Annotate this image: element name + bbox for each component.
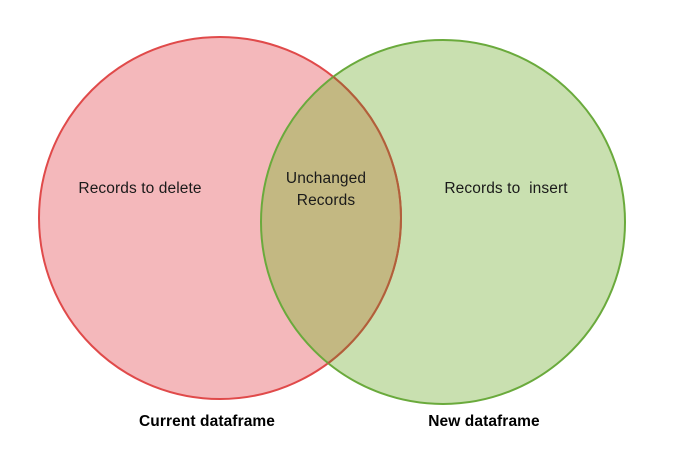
set-outline-current-dataframe-overlap (261, 40, 402, 400)
caption-current-dataframe: Current dataframe (138, 413, 276, 430)
intersection-region-unchanged-records (261, 40, 401, 399)
region-label-records-to-delete: Records to delete (78, 180, 202, 197)
caption-new-dataframe: New dataframe (428, 413, 540, 430)
unchanged-records-line-1: Unchanged (285, 170, 367, 187)
region-label-records-to-insert: Records to insert (444, 180, 568, 197)
unchanged-records-line-2: Records (296, 192, 356, 209)
set-outline-new-dataframe (260, 39, 626, 405)
